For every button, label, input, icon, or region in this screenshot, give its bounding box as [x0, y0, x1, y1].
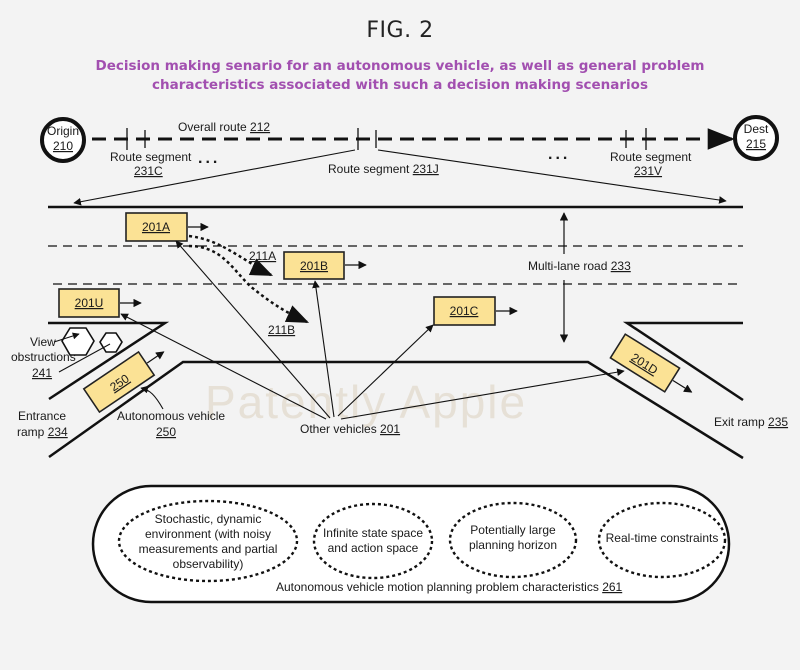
vehicle-ref: 201C	[450, 304, 479, 318]
obstruction-pointer	[58, 343, 111, 373]
characteristic-ellipse	[117, 499, 299, 583]
characteristics-panel: Stochastic, dynamic environment (with no…	[91, 484, 731, 604]
exit-ramp-label: Exit ramp 235	[714, 415, 788, 429]
vehicle-201u: 201U	[58, 288, 142, 318]
origin-ref: 210	[53, 139, 73, 153]
autonomous-vehicle-250: 250	[82, 350, 165, 414]
vehicle-box	[433, 296, 496, 326]
callout-line	[312, 280, 335, 418]
trajectory-211b-label: 211B	[268, 323, 295, 337]
characteristic-line: Stochastic, dynamic	[155, 512, 262, 526]
trajectory-211b-head	[284, 305, 310, 324]
view-obstructions: View obstructions 241	[11, 327, 123, 380]
zoom-arrow-left	[73, 149, 356, 206]
subtitle-line-2: characteristics associated with such a d…	[151, 77, 648, 93]
road-edge-bottom	[48, 360, 744, 460]
characteristics-caption: Autonomous vehicle motion planning probl…	[276, 580, 623, 594]
watermark: Patently Apple	[205, 376, 527, 428]
subtitle-line-1: Decision making senario for an autonomou…	[95, 58, 705, 74]
vehicle-box	[609, 333, 681, 393]
vehicle-box	[125, 212, 188, 242]
vehicle-ref: 201A	[142, 220, 170, 234]
vehicle-201c: 201C	[433, 296, 518, 326]
characteristic-ellipse	[448, 501, 578, 579]
characteristic-ellipse	[312, 502, 434, 580]
characteristic-planning-horizon: Potentially large planning horizon	[448, 501, 578, 579]
characteristic-real-time: Real-time constraints	[597, 501, 727, 579]
characteristic-line: environment (with noisy	[145, 527, 271, 541]
figure-title: FIG. 2	[366, 18, 434, 43]
multi-lane-road-label: Multi-lane road 233	[528, 259, 631, 273]
autonomous-vehicle-label: Autonomous vehicle	[117, 409, 225, 423]
autonomous-vehicle-ref: 250	[156, 425, 176, 439]
multi-lane-road: Multi-lane road 233	[48, 205, 744, 460]
characteristic-line: planning horizon	[469, 538, 557, 552]
characteristic-line: Potentially large	[470, 523, 556, 537]
callout-line	[340, 368, 625, 420]
characteristics-container	[91, 484, 731, 604]
callout-line	[175, 240, 331, 419]
characteristic-infinite-state: Infinite state space and action space	[312, 502, 434, 580]
characteristic-ellipse	[597, 501, 727, 579]
vehicle-201a: 201A	[125, 212, 209, 242]
characteristic-stochastic: Stochastic, dynamic environment (with no…	[117, 499, 299, 583]
exit-ramp-upper-edge	[622, 321, 744, 402]
characteristic-line: Real-time constraints	[606, 531, 719, 545]
vehicle-box	[82, 350, 156, 414]
characteristic-line: observability)	[173, 557, 244, 571]
segment-231c-ref: 231C	[134, 164, 163, 178]
dest-label: Dest	[744, 122, 769, 136]
obstruction-hexagon	[61, 327, 95, 356]
callout-line	[337, 324, 434, 417]
characteristic-line: Infinite state space	[323, 526, 423, 540]
entrance-ramp-upper-edge	[48, 321, 170, 401]
autonomous-callout-line	[140, 385, 164, 410]
dest-ref: 215	[746, 137, 766, 151]
trajectory-211a-label: 211A	[249, 249, 276, 263]
obstruction-hexagon	[99, 332, 123, 353]
obstruction-pointer	[53, 332, 80, 343]
vehicle-201d: 201D	[609, 333, 693, 393]
obstructions-label-2: obstructions	[11, 350, 76, 364]
overall-route-label: Overall route 212	[178, 120, 270, 134]
vehicle-box	[58, 288, 120, 318]
other-vehicles-label: Other vehicles 201	[300, 422, 400, 436]
characteristic-line: and action space	[328, 541, 419, 555]
segment-231c-label: Route segment	[110, 150, 192, 164]
segment-231v-label: Route segment	[610, 150, 692, 164]
characteristic-line: measurements and partial	[139, 542, 278, 556]
figure-subtitle: Decision making senario for an autonomou…	[0, 57, 800, 95]
ellipsis-right: ...	[548, 146, 570, 163]
callout-line	[120, 313, 327, 420]
trajectory-211a-head	[248, 258, 274, 277]
other-vehicles-callout: Other vehicles 201	[120, 240, 625, 436]
segment-231j-label: Route segment 231J	[328, 162, 439, 176]
obstructions-ref: 241	[32, 366, 52, 380]
ellipsis-left: ...	[198, 150, 220, 167]
route: Origin 210 Dest 215 Overall route 212 Ro…	[40, 115, 779, 206]
heading-arrow	[146, 351, 165, 364]
origin-label: Origin	[47, 124, 79, 138]
origin-node: Origin 210	[40, 117, 86, 163]
vehicle-box	[283, 251, 345, 280]
destination-node: Dest 215	[733, 115, 779, 161]
vehicle-201b: 201B	[283, 251, 367, 280]
entrance-ramp-label-1: Entrance	[18, 409, 66, 423]
obstructions-label-1: View	[30, 335, 56, 349]
heading-arrow	[672, 379, 693, 393]
vehicle-ref: 201U	[75, 296, 104, 310]
vehicle-ref: 201B	[300, 259, 328, 273]
segment-231v-ref: 231V	[634, 164, 662, 178]
entrance-ramp-label-2: ramp 234	[17, 425, 68, 439]
zoom-arrow-right	[377, 149, 727, 204]
